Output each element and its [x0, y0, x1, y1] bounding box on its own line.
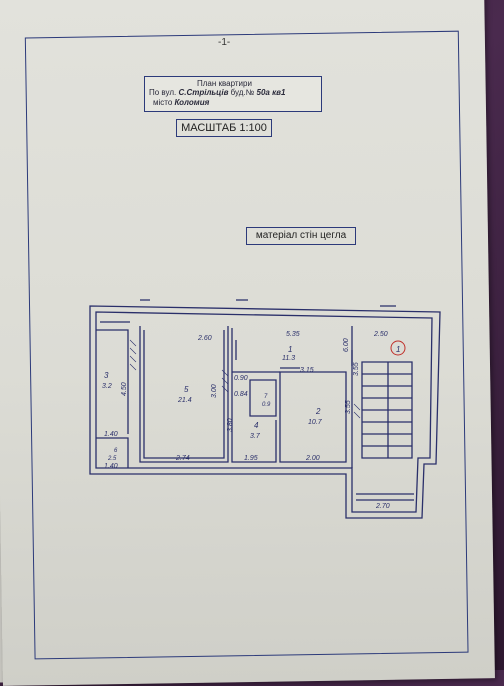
dim-label: 1.40 — [104, 431, 118, 438]
dim-label: 1.95 — [244, 455, 258, 462]
stairs-marker-number: 1 — [396, 345, 400, 354]
street-prefix: По вул. — [149, 88, 177, 97]
dim-label: 2.60 — [197, 335, 212, 342]
dim-label: 0.84 — [234, 391, 248, 398]
room-area: 0.9 — [262, 402, 271, 408]
wall-hatching — [129, 339, 361, 419]
dimension-labels: 2.60 5.35 2.50 3.00 3.15 0.90 0.84 3.80 … — [104, 331, 390, 510]
room-labels: 1 11.3 2 10.7 3 3.2 4 3.7 5 21.4 6 2.5 7… — [102, 345, 323, 462]
stairs-marker-circle — [390, 340, 406, 356]
room-number: 1 — [288, 345, 292, 354]
room-area: 3.7 — [250, 433, 261, 440]
wall-material-label: матеріал стін цегла — [246, 227, 356, 245]
floor-plan: 1 2.60 5.35 2.50 3.00 3.15 0.90 0.84 3.8… — [89, 299, 441, 519]
room-number: 3 — [104, 371, 109, 380]
dim-label: 5.35 — [286, 331, 300, 338]
room-number: 2 — [315, 407, 321, 416]
title-block: План квартири По вул. С.Стрільців буд.№ … — [144, 76, 322, 112]
plan-walls — [89, 299, 441, 519]
building-number: 50а кв1 — [256, 88, 286, 97]
city-prefix: місто — [153, 98, 173, 107]
dim-label: 3.55 — [353, 362, 360, 376]
dim-label: 6.00 — [343, 338, 350, 352]
room-number: 7 — [264, 394, 268, 400]
room-area: 21.4 — [177, 397, 192, 404]
room-number: 6 — [114, 448, 118, 454]
plan-title: План квартири — [197, 79, 252, 88]
street-name: С.Стрільців — [178, 88, 229, 97]
dim-label: 3.55 — [345, 400, 352, 414]
dim-label: 3.80 — [227, 418, 234, 432]
dim-label: 2.50 — [373, 331, 388, 338]
room-number: 4 — [254, 421, 259, 430]
dim-label: 3.00 — [211, 384, 218, 398]
room-area: 11.3 — [282, 355, 295, 362]
dim-label: 2.70 — [375, 503, 390, 510]
dim-label: 1.40 — [104, 463, 118, 470]
room-area: 3.2 — [102, 383, 112, 390]
dim-label: 0.90 — [234, 375, 248, 382]
address-line: По вул. С.Стрільців буд.№ 50а кв1 — [149, 88, 285, 97]
city-name: Коломия — [174, 98, 210, 107]
dim-label: 4.50 — [121, 382, 128, 396]
dim-label: 3.15 — [300, 367, 314, 374]
page-number: -1- — [218, 37, 231, 48]
room-area: 10.7 — [308, 419, 323, 426]
room-number: 5 — [184, 385, 189, 394]
building-prefix: буд.№ — [230, 88, 255, 97]
dim-label: 2.00 — [305, 455, 320, 462]
city-line: місто Коломия — [153, 98, 209, 107]
dim-label: 2.74 — [175, 455, 190, 462]
room-area: 2.5 — [107, 456, 117, 462]
scale-label: МАСШТАБ 1:100 — [176, 119, 272, 137]
